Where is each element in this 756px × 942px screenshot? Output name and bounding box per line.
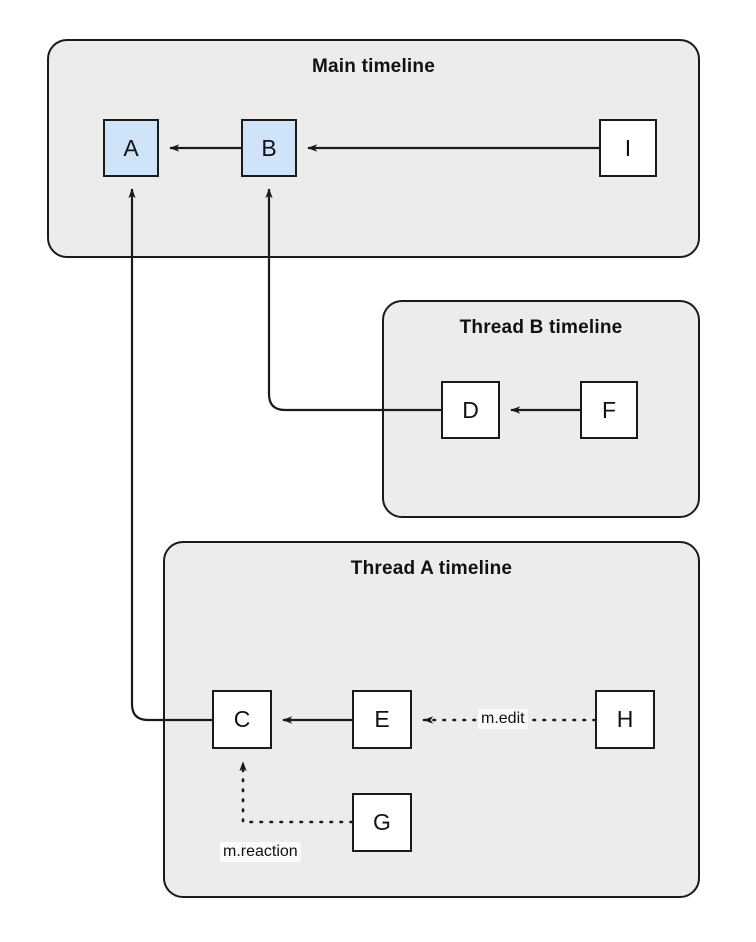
node-a[interactable]: A <box>103 119 159 177</box>
group-title-thread-a-timeline: Thread A timeline <box>350 558 513 579</box>
node-c[interactable]: C <box>212 690 272 749</box>
node-d[interactable]: D <box>441 381 500 439</box>
node-h[interactable]: H <box>595 690 655 749</box>
node-e[interactable]: E <box>352 690 412 749</box>
edge-label-m-reaction: m.reaction <box>220 842 301 862</box>
node-h-label: H <box>616 706 634 732</box>
group-title-main-timeline: Main timeline <box>312 56 435 77</box>
edge-d-to-b <box>265 188 441 412</box>
group-title-thread-b-timeline: Thread B timeline <box>459 317 623 338</box>
node-d-label: D <box>462 396 479 423</box>
node-i[interactable]: I <box>599 119 657 177</box>
node-c-label: C <box>233 706 251 732</box>
node-g[interactable]: G <box>352 793 412 852</box>
node-b[interactable]: B <box>241 119 297 177</box>
node-i-label: I <box>624 134 632 161</box>
edge-g-to-c <box>239 760 354 824</box>
node-b-label: B <box>261 134 277 161</box>
node-f-label: F <box>601 396 617 423</box>
node-g-label: G <box>373 809 391 835</box>
edge-label-m-edit: m.edit <box>478 709 528 729</box>
edge-c-to-a <box>128 188 212 722</box>
node-f[interactable]: F <box>580 381 638 439</box>
node-a-label: A <box>123 134 139 161</box>
node-e-label: E <box>374 706 390 732</box>
